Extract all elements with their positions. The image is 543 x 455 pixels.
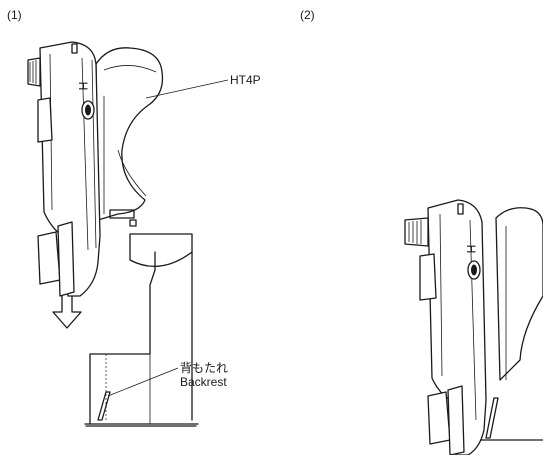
ht4p-device-seated: H bbox=[404, 199, 543, 455]
backrest-2 bbox=[485, 397, 499, 439]
backrest-1 bbox=[85, 391, 197, 427]
connector-icon bbox=[81, 100, 95, 120]
backrest-leader bbox=[107, 367, 179, 397]
step-2-drawing: H bbox=[404, 199, 543, 455]
down-arrow-icon bbox=[52, 291, 82, 329]
step-1-drawing: H bbox=[27, 41, 229, 427]
ht4p-device: H bbox=[27, 41, 164, 297]
step-1-label: (1) bbox=[7, 8, 22, 22]
device-leader bbox=[145, 79, 229, 99]
device-label: HT4P bbox=[230, 73, 261, 87]
step-2-label: (2) bbox=[300, 8, 315, 22]
connector-icon bbox=[467, 260, 481, 280]
device-glyph-2: H bbox=[464, 245, 478, 254]
holster bbox=[84, 233, 199, 425]
device-glyph: H bbox=[76, 82, 90, 91]
